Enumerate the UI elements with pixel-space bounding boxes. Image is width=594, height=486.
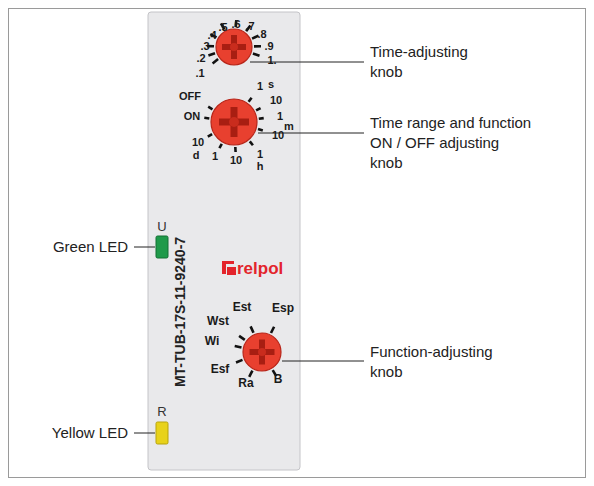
model-code: MT-TUB-17S-11-9240-7 (173, 237, 187, 387)
function-mark: Esp (272, 302, 294, 314)
dial-tick (254, 45, 261, 48)
dial-tick (239, 336, 245, 340)
dial-tick (208, 134, 212, 137)
time-scale: .9 (264, 41, 273, 52)
time-scale: 1. (267, 55, 276, 66)
range-unit: m (284, 121, 294, 132)
dial-tick (235, 346, 242, 348)
frame (9, 9, 586, 478)
dial-tick (253, 54, 260, 56)
dial-tick (251, 326, 254, 332)
range-mark: 1 (212, 151, 218, 162)
time-scale: .8 (257, 29, 266, 40)
callout-label: Green LED (53, 237, 128, 257)
range-unit: d (193, 150, 200, 161)
function-mark: Esf (211, 363, 230, 375)
callout-label: Function-adjusting knob (370, 342, 520, 382)
dial-tick (249, 371, 252, 377)
dial-tick (250, 141, 253, 145)
function-mark: Wst (207, 315, 229, 327)
yellow-led (156, 422, 168, 444)
relpol-logo (222, 261, 236, 275)
brand-name: relpol (237, 260, 283, 277)
range-mark: 1 (257, 149, 263, 160)
range-unit: s (268, 79, 274, 90)
function-mark: Est (233, 301, 252, 313)
dial-tick (236, 360, 243, 363)
range-knob (211, 99, 257, 145)
range-mark: OFF (179, 91, 201, 102)
time-scale: .1 (195, 68, 204, 79)
time-scale: .3 (200, 41, 209, 52)
dial-tick (208, 53, 215, 55)
dial-ticks (204, 20, 276, 377)
dial-tick (208, 107, 212, 110)
function-mark: B (274, 373, 283, 385)
dial-tick (234, 147, 237, 152)
time-knob (216, 29, 252, 65)
range-mark: 10 (272, 130, 284, 141)
dial-tick (259, 117, 264, 120)
time-scale: .2 (196, 53, 205, 64)
leader-lines (134, 62, 364, 433)
range-mark: ON (184, 111, 201, 122)
dial-tick (271, 327, 274, 333)
function-mark: Ra (238, 377, 253, 389)
function-mark: Wi (205, 335, 220, 347)
time-scale: .4 (207, 30, 216, 41)
led-label: R (157, 405, 166, 418)
dial-tick (213, 59, 219, 63)
dial-tick (258, 129, 263, 130)
time-scale: .5 (218, 22, 227, 33)
range-mark: 10 (230, 155, 242, 166)
callout-label: Time range and function ON / OFF adjusti… (370, 113, 535, 173)
dial-tick (219, 144, 221, 148)
range-mark: 10 (270, 95, 282, 106)
dial-tick (249, 98, 252, 102)
green-led (156, 236, 168, 258)
range-unit: h (257, 161, 264, 172)
range-mark: 1 (277, 111, 283, 122)
relay-panel (148, 12, 300, 470)
callout-label: Time-adjusting knob (370, 42, 495, 82)
dial-tick (204, 117, 209, 120)
function-knob (243, 333, 281, 371)
time-scale: .7 (245, 21, 254, 32)
dial-tick (256, 108, 261, 110)
led-label: U (157, 220, 166, 233)
callout-label: Yellow LED (52, 423, 128, 443)
range-mark: 1 (257, 81, 263, 92)
range-mark: 10 (192, 137, 204, 148)
time-scale: .6 (231, 19, 240, 30)
